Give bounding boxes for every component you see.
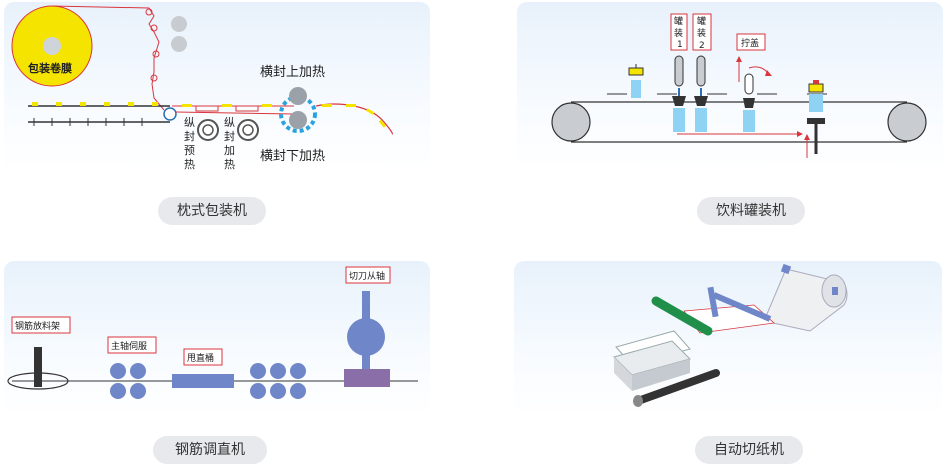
servo-roller <box>130 363 146 379</box>
bottle <box>809 94 823 112</box>
panel-canning-machine: 罐 装 1 罐 装 2 拧盖 <box>517 2 943 172</box>
cutter-tag <box>345 266 391 284</box>
heat-char-4: 热 <box>224 158 235 171</box>
fill2-tag <box>692 13 712 51</box>
preheat-char-2: 封 <box>184 129 195 143</box>
heat-char-3: 加 <box>224 144 235 157</box>
rebar-machine-diagram: 钢筋放料架 主轴伺服 甩直桶 切刀从轴 <box>7 266 418 399</box>
cutter-shaft <box>362 291 370 327</box>
feed-roller <box>290 383 306 399</box>
preheat-char-1: 纵 <box>184 116 195 129</box>
pinch-roller <box>171 36 187 52</box>
cross-seal-upper <box>289 87 307 105</box>
fill-nozzle-1 <box>674 55 684 87</box>
panel-paper-cutter <box>514 261 942 417</box>
servo-roller <box>110 363 126 379</box>
panel-rebar-machine: 钢筋放料架 主轴伺服 甩直桶 切刀从轴 <box>4 261 430 417</box>
guide-roller <box>152 50 160 58</box>
caption-paper-cutter: 自动切纸机 <box>695 436 803 464</box>
pinch-roller <box>171 16 187 32</box>
cutter-base <box>344 369 390 387</box>
fill1-char-3: 1 <box>677 40 683 50</box>
output-packages <box>315 103 393 135</box>
film-roll-core <box>43 37 61 55</box>
cap-label: 拧盖 <box>741 37 759 49</box>
caption-pillow-packer: 枕式包装机 <box>158 197 266 225</box>
blade-bar <box>707 286 719 318</box>
heat-char-1: 纵 <box>224 116 235 129</box>
drum-tag <box>183 348 223 366</box>
rack-tag <box>11 316 71 334</box>
fill1-char-2: 装 <box>674 27 683 39</box>
fill2-char-2: 装 <box>697 27 706 39</box>
cutter-wheel <box>347 318 385 356</box>
feed-roller <box>270 363 286 379</box>
film-path <box>51 5 165 111</box>
servo-label: 主轴伺服 <box>111 340 147 352</box>
cutter-label: 切刀从轴 <box>349 270 385 282</box>
bottle <box>673 108 685 132</box>
preheat-char-4: 热 <box>184 158 195 171</box>
feed-roller <box>250 363 266 379</box>
film-roll-label: 包装卷膜 <box>27 61 72 75</box>
servo-roller <box>110 383 126 399</box>
heat-char-2: 封 <box>224 129 235 143</box>
servo-roller <box>130 383 146 399</box>
panel-pillow-packer: 包装卷膜 纵 封 预 <box>4 2 430 172</box>
lower-heat-label: 横封下加热 <box>260 149 325 164</box>
cap-tag <box>736 33 766 51</box>
bottle <box>695 108 707 132</box>
bottle <box>631 80 641 98</box>
drum-label: 甩直桶 <box>187 352 214 364</box>
fill-nozzle-2 <box>696 55 706 87</box>
feed-roller <box>290 363 306 379</box>
cross-seal-lower <box>289 111 307 129</box>
canning-machine-diagram: 罐 装 1 罐 装 2 拧盖 <box>551 13 927 158</box>
preheat-char-3: 预 <box>184 144 195 157</box>
fill2-char-1: 罐 <box>697 15 706 27</box>
preheat-roller <box>197 119 219 141</box>
servo-tag <box>107 336 157 354</box>
guide-roller <box>150 24 158 32</box>
straightening-drum <box>172 374 234 388</box>
upper-heat-label: 横封上加热 <box>260 65 325 80</box>
belt-pulley-left <box>551 102 591 142</box>
fill2-char-3: 2 <box>699 41 705 51</box>
guide-roller <box>150 74 158 82</box>
rack-label: 钢筋放料架 <box>15 320 60 332</box>
bottle <box>743 110 755 132</box>
heat-roller <box>237 119 259 141</box>
fill1-tag <box>670 13 688 51</box>
output-roller <box>634 369 720 405</box>
pusher <box>807 118 825 124</box>
fill1-char-1: 罐 <box>674 15 683 27</box>
feed-roller <box>250 383 266 399</box>
conveyor-drive-roller <box>163 107 177 121</box>
green-roller <box>651 296 713 336</box>
paper-cutter-diagram <box>613 263 848 407</box>
caption-rebar-machine: 钢筋调直机 <box>153 436 267 464</box>
rack-post <box>34 347 42 387</box>
belt-pulley-right <box>887 102 927 142</box>
guide-roller <box>145 8 153 16</box>
pillow-packer-diagram: 包装卷膜 纵 封 预 <box>11 5 393 171</box>
caption-canning-machine: 饮料罐装机 <box>697 197 805 225</box>
feed-roller <box>270 383 286 399</box>
